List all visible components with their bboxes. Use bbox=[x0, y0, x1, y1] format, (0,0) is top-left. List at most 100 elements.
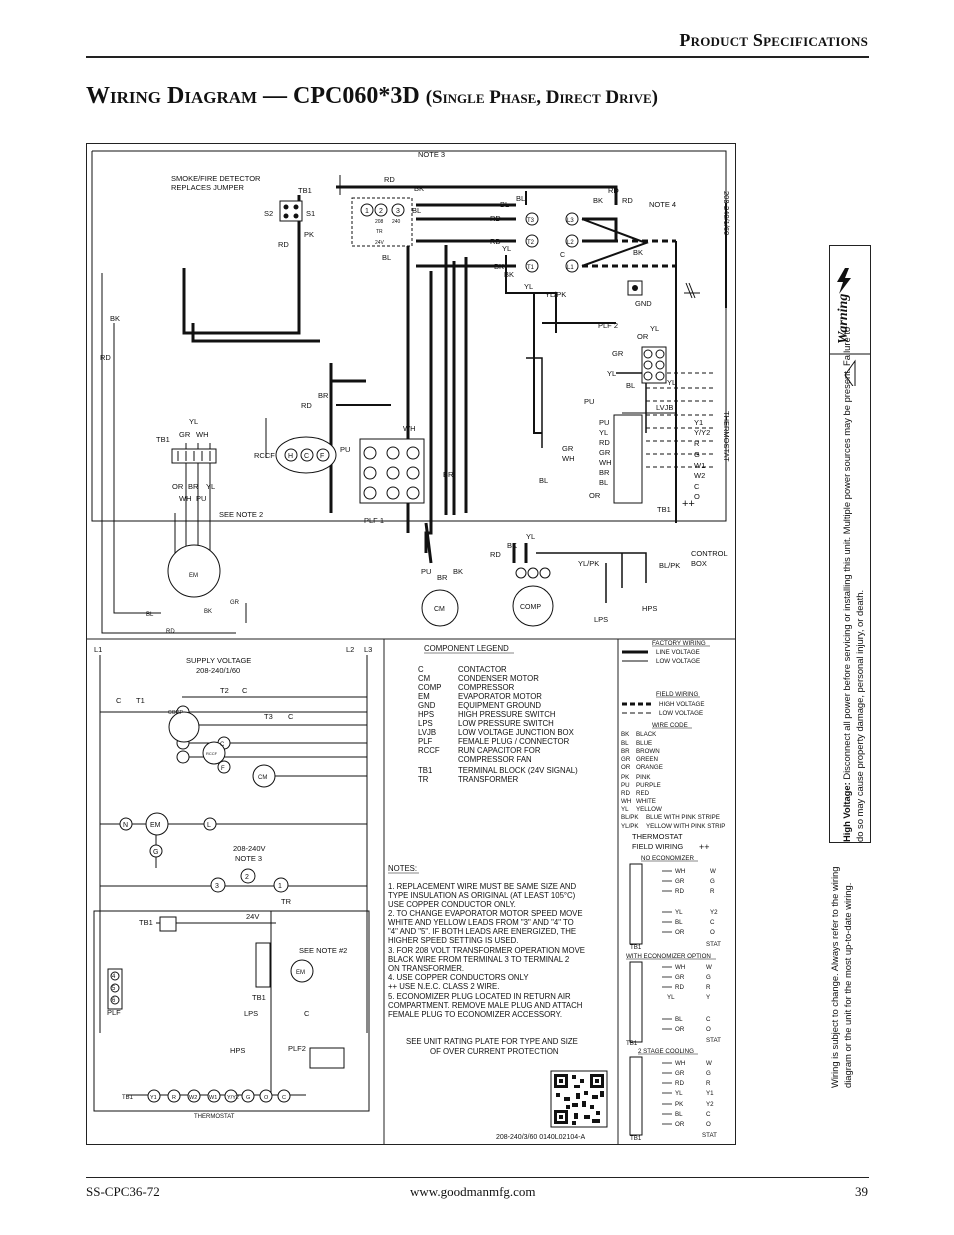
sch-note3: NOTE 3 bbox=[235, 854, 262, 863]
note-line-5: "4" AND "5". IF BOTH LEADS ARE ENERGIZED… bbox=[388, 927, 576, 936]
note-line-4: WHITE AND YELLOW LEADS FROM "3" AND "4" … bbox=[388, 918, 574, 927]
note-line-13: COMPARTMENT. REMOVE MALE PLUG AND ATTACH bbox=[388, 1001, 582, 1010]
lbl-bk-9: BK bbox=[507, 541, 517, 550]
sch-tr: TR bbox=[281, 897, 292, 906]
lbl-yl-6: YL bbox=[599, 428, 608, 437]
lbl-lps: LPS bbox=[594, 615, 608, 624]
wc-8: WH bbox=[621, 798, 631, 805]
we-c-wire: BL bbox=[675, 1016, 683, 1023]
sch-t3: T3 bbox=[264, 712, 273, 721]
stat-no-econ: NO ECONOMIZER bbox=[641, 855, 694, 862]
legend-code-1: CM bbox=[418, 674, 430, 683]
sch-rccf: RCCF bbox=[206, 751, 218, 756]
sch-em: EM bbox=[150, 822, 161, 829]
legend-desc-1: CONDENSER MOTOR bbox=[458, 674, 539, 683]
ts-y1-wire: YL bbox=[675, 1090, 683, 1097]
lbl-rd-8: RD bbox=[599, 438, 610, 447]
sch-24v: 24V bbox=[246, 912, 259, 921]
wc-9: YL bbox=[621, 806, 629, 813]
stat-tb1-c: TB1 bbox=[630, 1135, 642, 1142]
legend-desc-5: HIGH PRESSURE SWITCH bbox=[458, 710, 555, 719]
rccf-c: C bbox=[304, 453, 309, 460]
lbl-control: CONTROL bbox=[691, 549, 728, 558]
lbl-note4: NOTE 4 bbox=[649, 200, 676, 209]
lbl-smoke2: REPLACES JUMPER bbox=[171, 183, 245, 192]
legend-desc-3: EVAPORATOR MOTOR bbox=[458, 692, 542, 701]
stat-tb1-b: TB1 bbox=[626, 1040, 638, 1047]
wc-11: YL/PK bbox=[621, 823, 639, 830]
plf1-plug bbox=[359, 438, 425, 504]
stat-field-wiring: THERMOSTAT FIELD WIRING ++ NO ECONOMIZER… bbox=[626, 832, 721, 1142]
sch-n1: 1 bbox=[278, 883, 282, 890]
lbl-gnd: GND bbox=[635, 299, 652, 308]
wc-3-name: GREEN bbox=[636, 756, 658, 763]
sch-c-1: C bbox=[116, 696, 122, 705]
sch-thermostat: THERMOSTAT bbox=[194, 1114, 235, 1120]
lbl-yl-8: YL bbox=[206, 482, 215, 491]
sch-supply: SUPPLY VOLTAGE bbox=[186, 656, 251, 665]
tr-tr: TR bbox=[376, 229, 383, 235]
lbl-bl-1: BL bbox=[412, 206, 421, 215]
term-y1: Y1 bbox=[694, 418, 703, 427]
wc-6: PU bbox=[621, 782, 630, 789]
term-o: O bbox=[694, 492, 700, 501]
lbl-br-1: BR bbox=[599, 468, 610, 477]
legend-desc-9: RUN CAPACITOR FOR bbox=[458, 746, 541, 755]
we-g: G bbox=[706, 974, 711, 981]
lbl-rd-9: RD bbox=[301, 401, 312, 410]
warning-body: Disconnect all power before servicing or… bbox=[841, 326, 865, 842]
legend-desc-11: TERMINAL BLOCK (24V SIGNAL) bbox=[458, 766, 578, 775]
lbl-blpk: BL/PK bbox=[659, 561, 680, 570]
lbl-em: EM bbox=[189, 573, 198, 579]
sch-see-note2: SEE NOTE #2 bbox=[299, 946, 347, 955]
note-line-1: TYPE INSULATION AS ORIGINAL (AT LEAST 10… bbox=[388, 891, 576, 900]
legend-code-6: LPS bbox=[418, 719, 433, 728]
rccf-f: F bbox=[320, 453, 324, 460]
lbl-wh-4: WH bbox=[196, 430, 209, 439]
legend-desc-10: COMPRESSOR FAN bbox=[458, 755, 532, 764]
we-w-wire: WH bbox=[675, 964, 685, 971]
legend-desc-0: CONTACTOR bbox=[458, 665, 507, 674]
legend-code-8: PLF bbox=[418, 737, 433, 746]
key-low-1: LOW VOLTAGE bbox=[656, 658, 700, 665]
footer-url[interactable]: www.goodmanmfg.com bbox=[410, 1184, 536, 1199]
wc-0: BK bbox=[621, 731, 630, 738]
term-w1: W1 bbox=[694, 461, 705, 470]
we-o-wire: OR bbox=[675, 1026, 685, 1033]
key-factory: FACTORY WIRING bbox=[652, 640, 706, 647]
ts-w: W bbox=[706, 1060, 712, 1067]
we-o: O bbox=[706, 1026, 711, 1033]
lbl-bl-5: BL bbox=[626, 381, 635, 390]
lbl-bk-7: BK bbox=[204, 609, 212, 615]
key-high: HIGH VOLTAGE bbox=[659, 701, 705, 708]
wc-8-name: WHITE bbox=[636, 798, 656, 805]
legend-desc-8: FEMALE PLUG / CONNECTOR bbox=[458, 737, 570, 746]
note-line-8: BLACK WIRE FROM TERMINAL 3 TO TERMINAL 2 bbox=[388, 955, 569, 964]
sch-tb1-3: TB1 bbox=[122, 1095, 134, 1101]
note-line-3: 2. TO CHANGE EVAPORATOR MOTOR SPEED MOVE bbox=[388, 909, 583, 918]
sch-t1: T1 bbox=[136, 696, 145, 705]
lbl-tb1-right: TB1 bbox=[657, 505, 671, 514]
lbl-rd-10: RD bbox=[166, 629, 175, 635]
ts-c: C bbox=[706, 1111, 711, 1118]
wiring-key: FACTORY WIRING LINE VOLTAGE LOW VOLTAGE … bbox=[621, 640, 725, 830]
legend-code-12: TR bbox=[418, 775, 429, 784]
lbl-rd-7: RD bbox=[100, 353, 111, 362]
lbl-pu-5: PU bbox=[421, 567, 431, 576]
lbl-or-1: OR bbox=[637, 332, 649, 341]
ts-c-wire: BL bbox=[675, 1111, 683, 1118]
lbl-bk-8: BK bbox=[453, 567, 463, 576]
cont-t2: T2 bbox=[527, 240, 535, 246]
cont-l3: L3 bbox=[567, 218, 574, 224]
lbl-yl-5: YL bbox=[667, 378, 676, 387]
term-c: C bbox=[694, 482, 700, 491]
tr-24v: 24V bbox=[375, 240, 385, 246]
lbl-bk-6: BK bbox=[110, 314, 120, 323]
sch-comp: COMP bbox=[168, 710, 184, 716]
wc-7: RD bbox=[621, 790, 630, 797]
sch-t2-1: T2 bbox=[220, 686, 229, 695]
footer-doc-id: SS-CPC36-72 bbox=[86, 1184, 160, 1199]
